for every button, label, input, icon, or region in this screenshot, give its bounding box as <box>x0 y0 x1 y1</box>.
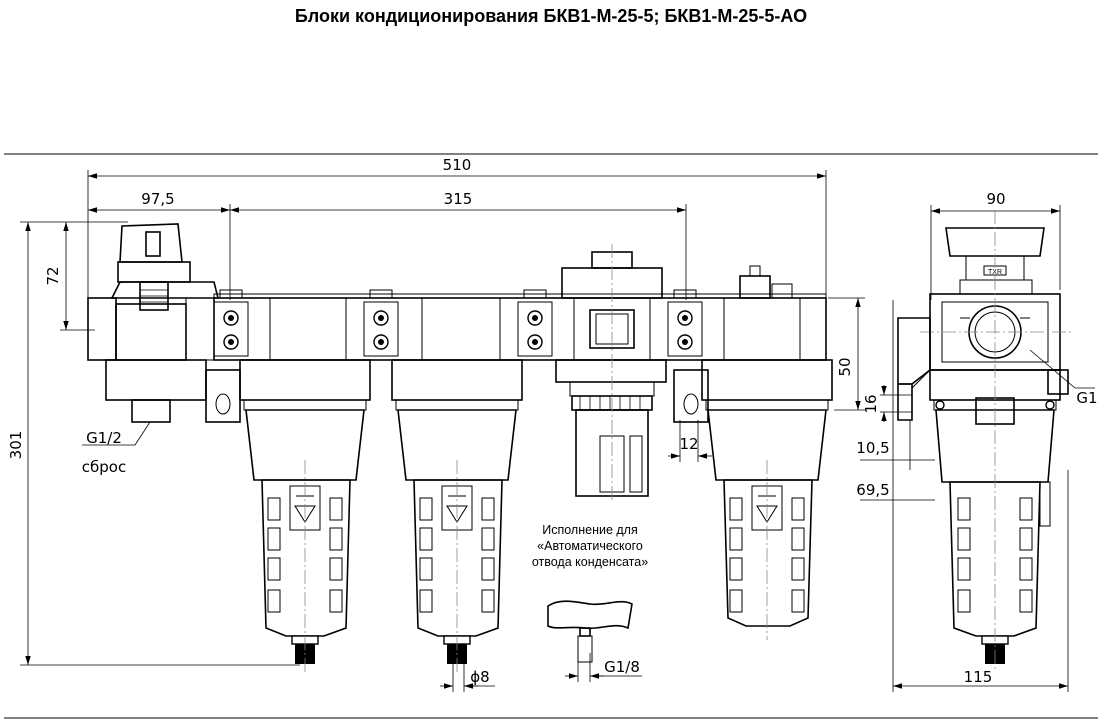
dim-side-width: 90 <box>986 190 1005 208</box>
dim-12: 12 <box>679 435 698 453</box>
dim-thread-g1-8: G1/8 <box>604 658 640 676</box>
dim-diameter: ϕ8 <box>470 668 489 686</box>
dim-height: 301 <box>7 431 25 460</box>
dim-thread-g1: G1 <box>1076 389 1097 407</box>
dimension-lines <box>20 170 1095 692</box>
dim-span: 315 <box>444 190 473 208</box>
reset-label: сброс <box>82 458 126 476</box>
front-view <box>87 223 833 672</box>
side-view: TXR <box>897 210 1072 672</box>
dim-top-height: 72 <box>44 266 62 285</box>
auto-drain-note-line-3: отвода конденсата» <box>532 555 648 569</box>
auto-drain-note-line-2: «Автоматического <box>537 539 643 553</box>
dim-port-offset: 16 <box>862 394 880 413</box>
dim-first-offset: 97,5 <box>141 190 174 208</box>
dim-body-height: 50 <box>836 357 854 376</box>
dim-overall-width: 510 <box>443 156 472 174</box>
drawing-title: Блоки кондиционирования БКВ1-М-25-5; БКВ… <box>294 6 808 26</box>
dim-thread-g1-2: G1/2 <box>86 429 122 447</box>
dim-10-5: 10,5 <box>856 439 889 457</box>
dim-bottom-width: 115 <box>964 668 993 686</box>
auto-drain-note-line-1: Исполнение для <box>542 523 638 537</box>
dim-69-5: 69,5 <box>856 481 889 499</box>
